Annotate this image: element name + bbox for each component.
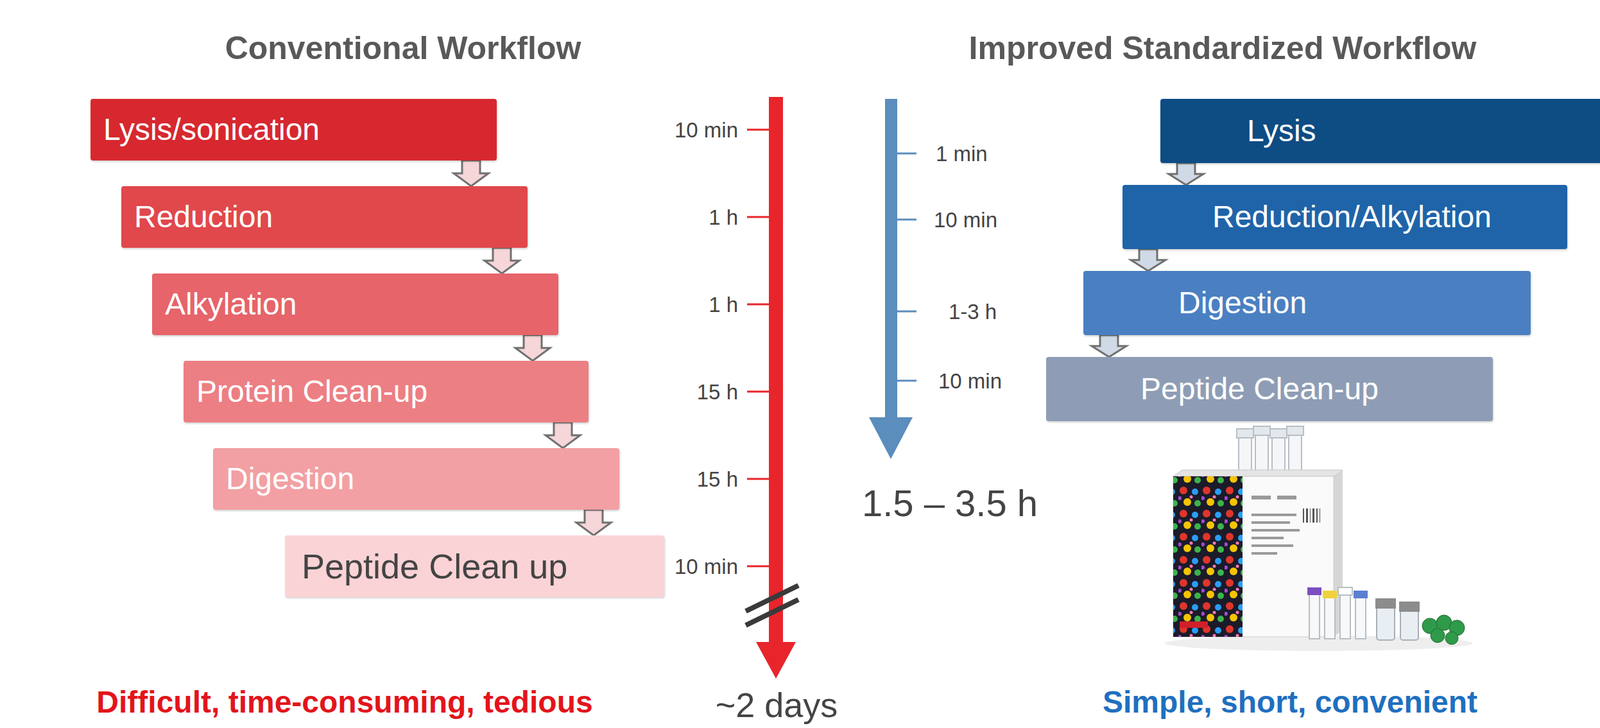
process-box: Peptide Clean-up [1046,356,1493,422]
summary-text: Difficult, time-consuming, tedious [96,686,593,718]
process-box: Lysis [1160,98,1600,164]
time-label: 1 h [708,293,739,316]
step-label: Peptide Clean-up [1140,370,1379,407]
column-heading: Improved Standardized Workflow [969,32,1477,65]
step-label: Digestion [225,460,355,497]
process-box: Digestion [213,447,620,510]
step-label: Alkylation [164,286,297,322]
process-box: Reduction/Alkylation [1122,184,1568,250]
flow-arrow [515,335,551,361]
flow-arrow [453,160,489,187]
time-label: 1.5 – 3.5 h [861,484,1038,522]
flow-arrow [576,509,611,536]
column-heading: Conventional Workflow [225,32,582,65]
timeline-head [756,641,796,679]
time-label: 15 h [696,381,739,403]
timeline-shaft [885,98,898,419]
flow-arrow [545,422,581,448]
step-label: Digestion [1178,284,1307,321]
time-label: 10 min [674,119,739,141]
time-label: 15 h [696,468,739,490]
process-box: Peptide Clean up [284,535,665,597]
flow-arrow [1130,249,1166,271]
process-box: Lysis/sonication [90,98,497,161]
flow-arrow [1091,335,1127,357]
timeline-ticks [747,129,769,567]
time-label: 1-3 h [948,301,997,323]
break-mark [745,585,799,626]
step-label: Peptide Clean up [301,546,568,586]
time-label: 1 min [935,143,988,165]
time-label: 1 h [708,206,739,228]
time-label: 10 min [938,370,1002,392]
step-label: Protein Clean-up [196,373,428,409]
time-label: 10 min [933,209,998,231]
summary-text: Simple, short, convenient [1102,686,1478,718]
process-box: Digestion [1083,270,1531,336]
flow-arrow [484,247,520,274]
step-label: Reduction/Alkylation [1212,198,1492,235]
step-label: Lysis/sonication [103,111,320,147]
flow-arrow [1168,163,1204,185]
step-label: Lysis [1247,112,1317,149]
process-box: Reduction [121,186,528,248]
process-box: Protein Clean-up [183,360,589,423]
timeline-ticks [897,153,917,381]
time-label: 10 min [674,555,739,577]
timeline-head [868,417,913,459]
timeline-shaft [768,96,783,644]
process-box: Alkylation [152,273,559,336]
kit-illustration [1164,426,1473,651]
time-label: ~2 days [715,687,839,723]
step-label: Reduction [134,198,273,235]
